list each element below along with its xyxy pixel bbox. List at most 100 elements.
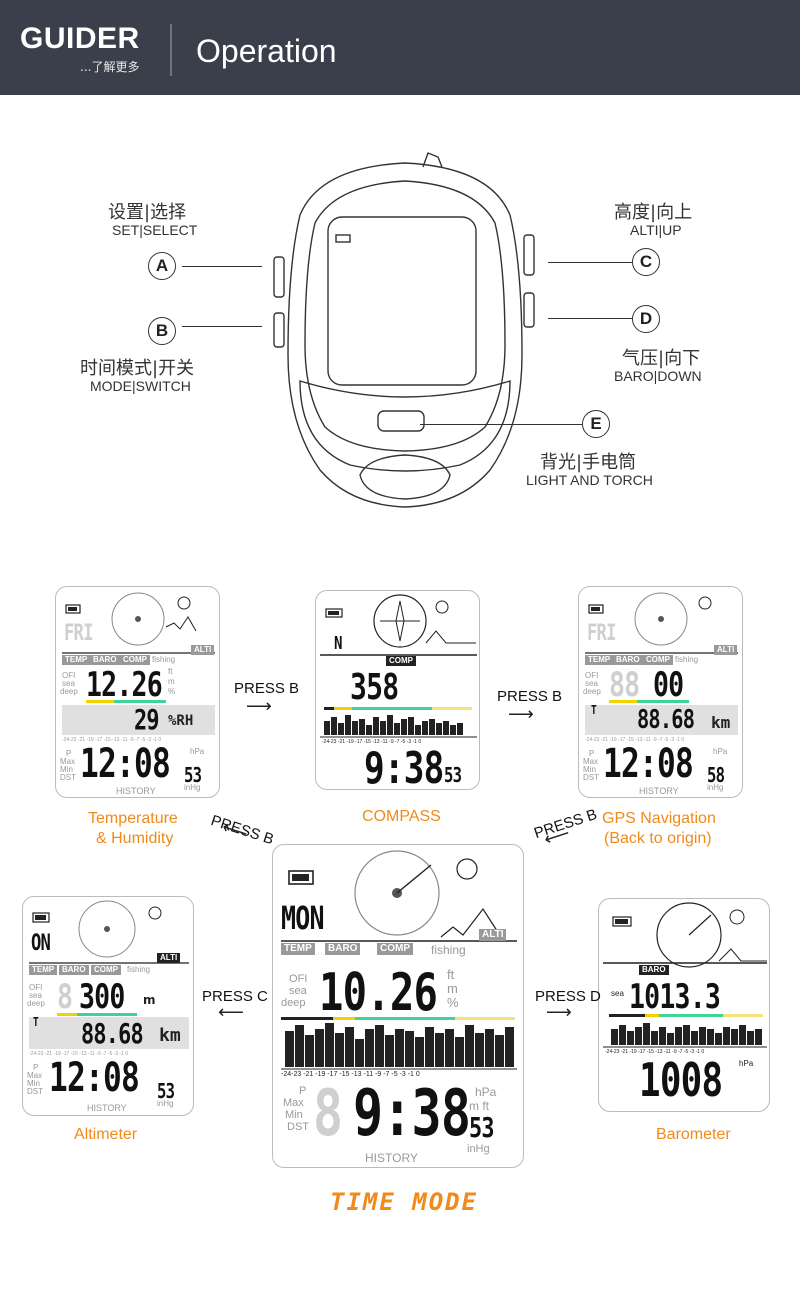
lcd-gps-band-green xyxy=(637,700,689,703)
lcd-main-side-min: Min xyxy=(285,1109,303,1121)
caption-humidity: & Humidity xyxy=(96,830,174,847)
lcd-main-graphics xyxy=(281,850,517,1070)
lcd-temp-tag-temp: TEMP xyxy=(62,655,91,665)
lcd-compass-graphics xyxy=(320,594,477,738)
caption-barometer: Barometer xyxy=(656,1126,731,1143)
lcd-gps-day: FRI xyxy=(587,621,616,646)
lcd-main-unit-mft: m ft xyxy=(469,1099,489,1113)
lcd-alti-altitude: 300 xyxy=(79,977,125,1017)
lcd-baro-pressure: 1013.3 xyxy=(629,977,721,1017)
lcd-alti-seconds: 53 xyxy=(157,1079,175,1103)
lcd-alti-tag-baro: BARO xyxy=(59,965,89,975)
caption-temperature: Temperature xyxy=(88,810,178,827)
lcd-main-time: 9:38 xyxy=(353,1077,471,1151)
lcd-main-side-dst: DST xyxy=(287,1121,309,1133)
lcd-temperature-humidity[interactable]: FRI TEMP BARO COMP fishing ALTI OFI sea … xyxy=(55,586,220,798)
lcd-gps-history: HISTORY xyxy=(639,786,679,796)
lcd-temp-ofi: OFI xyxy=(62,671,76,680)
button-c-marker[interactable]: C xyxy=(632,248,660,276)
lcd-temp-seconds: 53 xyxy=(184,763,202,787)
lcd-temp-axis: -24-23 -21 -19 -17 -15 -13 -11 -9 -7 -5 … xyxy=(62,737,162,743)
lcd-alti-deep: deep xyxy=(27,999,45,1008)
caption-altimeter: Altimeter xyxy=(74,1126,138,1143)
press-c-label: PRESS C xyxy=(202,988,268,1005)
lcd-alti-band-green xyxy=(77,1013,137,1016)
lcd-temp-sea: sea xyxy=(62,679,75,688)
lcd-main-deep: deep xyxy=(281,997,306,1009)
lcd-alti-distance: 88.68 xyxy=(81,1017,144,1050)
lcd-gps-axis: -24-23 -21 -19 -17 -15 -13 -11 -9 -7 -5 … xyxy=(585,737,685,743)
lcd-temp-band-yellow xyxy=(86,700,114,703)
lcd-gps-altitude: 00 xyxy=(653,665,684,705)
lcd-baro-unit-hpa: hPa xyxy=(739,1059,754,1068)
button-a-marker[interactable]: A xyxy=(148,252,176,280)
lcd-main-unit-inhg: inHg xyxy=(467,1143,490,1155)
lcd-compass-seconds: 53 xyxy=(444,763,462,787)
lcd-temp-unit-ft: ft xyxy=(168,667,173,676)
button-c-leader-line xyxy=(548,262,632,263)
lcd-temp-value: 12.26 xyxy=(86,665,163,705)
lcd-alti-side-max: Max xyxy=(27,1071,43,1080)
lcd-alti-history: HISTORY xyxy=(87,1103,127,1113)
lcd-temp-unit-inhg: inHg xyxy=(184,783,201,792)
lcd-main-ofi: OFI xyxy=(289,973,308,985)
learn-more-link[interactable]: ...了解更多 xyxy=(80,60,140,74)
lcd-temp-time: 12:08 xyxy=(80,741,171,787)
lcd-alti-graphics xyxy=(29,900,189,1049)
lcd-gps-time: 12:08 xyxy=(603,741,694,787)
lcd-temp-fishing: fishing xyxy=(152,655,176,664)
brand-logo[interactable]: GUIDER xyxy=(20,22,140,55)
lcd-gps-tag-baro: BARO xyxy=(613,655,643,665)
lcd-temp-history: HISTORY xyxy=(116,786,156,796)
lcd-main-side-max: Max xyxy=(283,1097,304,1109)
lcd-altimeter[interactable]: ON TEMP BARO COMP fishing ALTI OFI sea d… xyxy=(22,896,194,1116)
lcd-alti-tag-comp: COMP xyxy=(91,965,121,975)
lcd-barometer[interactable]: BARO sea 1013.3 -24-23 -21 -19 -17 -15 -… xyxy=(598,898,770,1112)
lcd-gps-side-p: P xyxy=(589,749,595,758)
lcd-main-fishing: fishing xyxy=(431,943,466,957)
lcd-main-tag-alti: ALTI xyxy=(479,929,507,941)
lcd-alti-fishing: fishing xyxy=(127,965,151,974)
lcd-temp-humidity: 29 xyxy=(134,703,160,736)
lcd-compass-direction: N xyxy=(334,633,342,654)
lcd-baro-pressure-2: 1008 xyxy=(639,1053,723,1107)
button-c-en-label: ALTI|UP xyxy=(630,222,682,238)
lcd-compass-axis: -24-23 -21 -19 -17 -15 -13 -11 -9 -7 -5 … xyxy=(322,739,422,745)
lcd-main-band-green xyxy=(355,1017,455,1020)
lcd-main-day: MON xyxy=(281,899,325,937)
press-b-label-2: PRESS B xyxy=(497,688,563,705)
lcd-temp-side-p: P xyxy=(66,749,72,758)
header-bar: GUIDER ...了解更多 Operation xyxy=(0,0,800,95)
lcd-alti-band-yellow xyxy=(57,1013,77,1016)
lcd-alti-sea: sea xyxy=(29,991,42,1000)
lcd-temp-side-max: Max xyxy=(60,757,76,766)
lcd-alti-side-min: Min xyxy=(27,1079,40,1088)
caption-gps-1: GPS Navigation xyxy=(602,810,716,827)
lcd-gps-side-min: Min xyxy=(583,765,596,774)
lcd-alti-unit-km: km xyxy=(159,1025,181,1046)
lcd-main-band-dotted xyxy=(455,1017,515,1020)
lcd-alti-unit-m: m xyxy=(143,993,156,1007)
lcd-gps-navigation[interactable]: FRI TEMP BARO COMP fishing ALTI OFI sea … xyxy=(578,586,743,798)
lcd-gps-tag-alti: ALTI xyxy=(714,645,738,655)
lcd-gps-seconds: 58 xyxy=(707,763,725,787)
button-e-leader-line xyxy=(420,424,582,425)
lcd-temp-deep: deep xyxy=(60,687,78,696)
lcd-compass-band-black xyxy=(324,707,334,710)
lcd-alti-axis: -24-23 -21 -19 -17 -15 -13 -11 -9 -7 -5 … xyxy=(29,1051,129,1057)
button-d-marker[interactable]: D xyxy=(632,305,660,333)
lcd-temp-graphics xyxy=(62,592,215,735)
lcd-compass[interactable]: N COMP 358 -24-23 -21 -19 -17 -15 -13 -1… xyxy=(315,590,480,790)
lcd-gps-tag-temp: TEMP xyxy=(585,655,614,665)
button-c-cn-label: 高度|向上 xyxy=(614,202,693,223)
lcd-main-band-yellow xyxy=(333,1017,355,1020)
lcd-gps-unit-inhg: inHg xyxy=(707,783,724,792)
button-e-marker[interactable]: E xyxy=(582,410,610,438)
button-d-en-label: BARO|DOWN xyxy=(614,368,702,384)
lcd-main-tag-baro: BARO xyxy=(325,943,361,955)
lcd-baro-band-dotted xyxy=(723,1014,763,1017)
lcd-main-axis: -24-23 -21 -19 -17 -15 -13 -11 -9 -7 -5 … xyxy=(281,1071,420,1078)
lcd-main-unit-m: m xyxy=(447,981,458,996)
button-b-marker[interactable]: B xyxy=(148,317,176,345)
lcd-time-mode-main[interactable]: MON TEMP BARO COMP fishing ALTI OFI sea … xyxy=(272,844,524,1168)
